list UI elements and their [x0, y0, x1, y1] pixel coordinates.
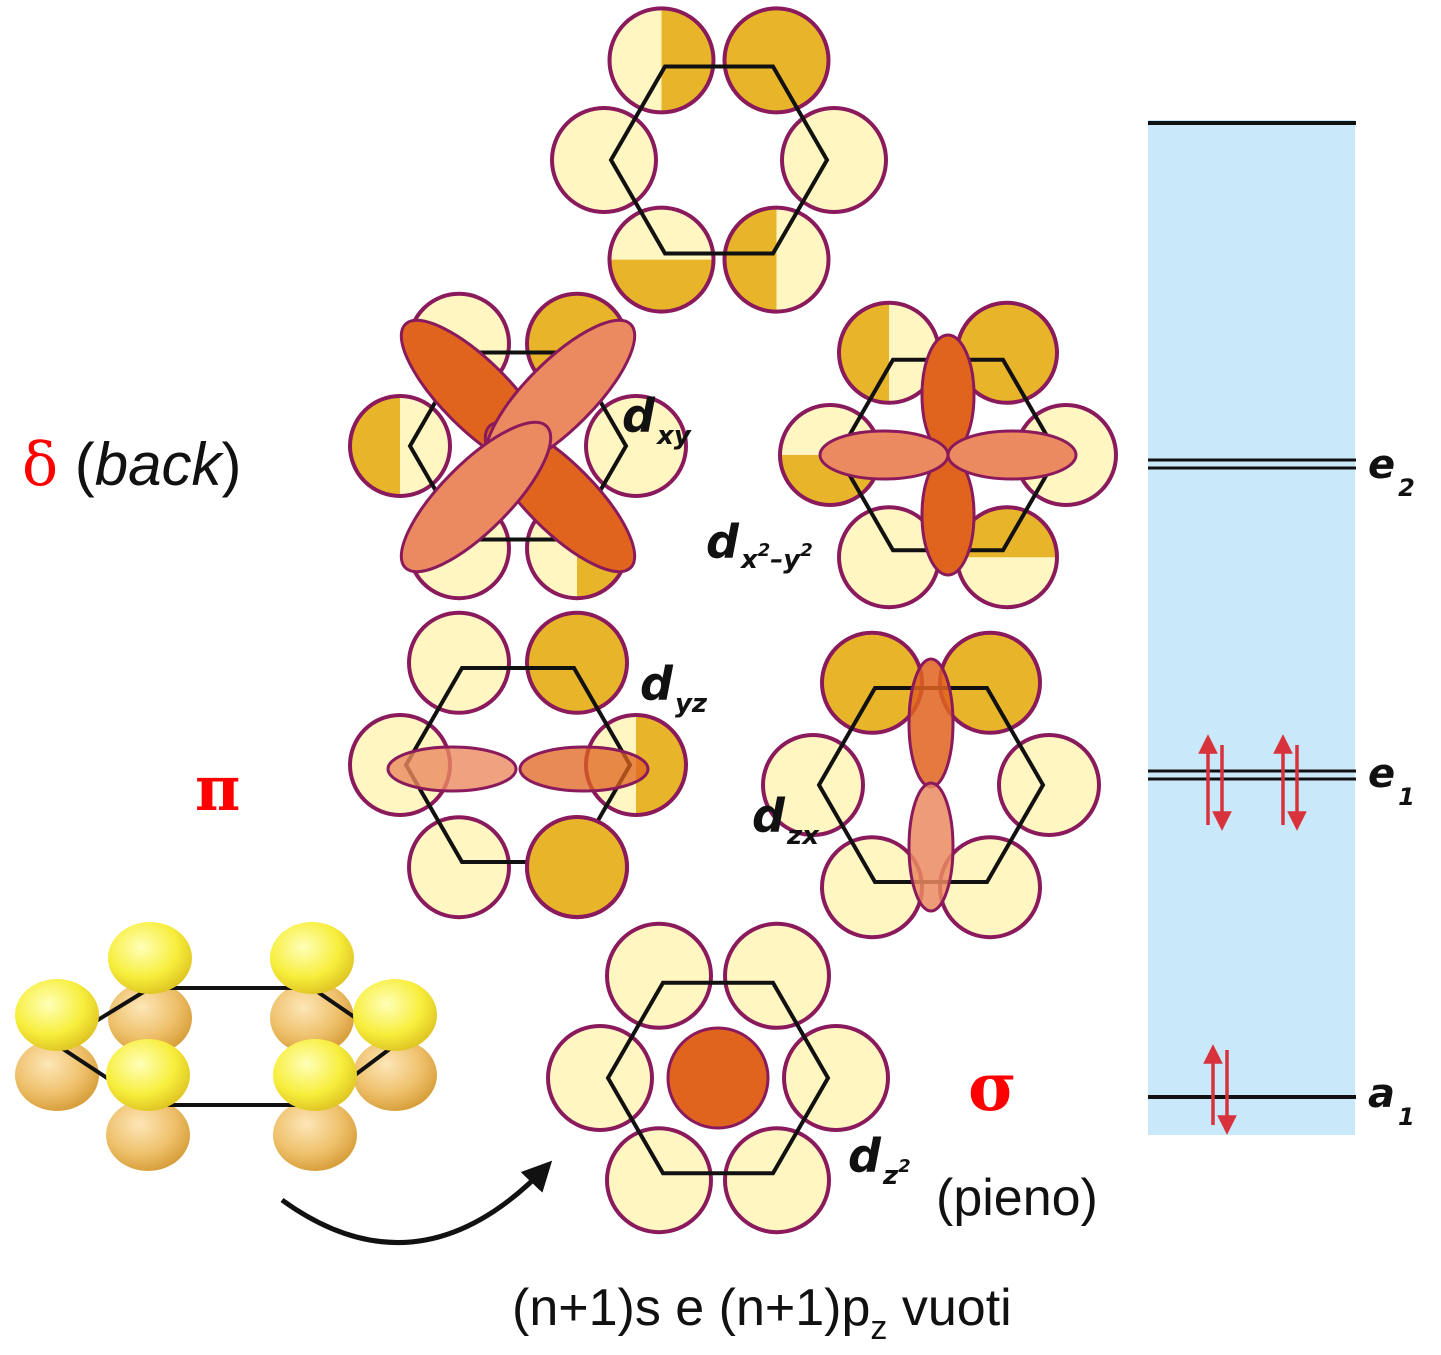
dz2-lobe — [666, 1026, 770, 1130]
ligand-ring-top — [550, 6, 888, 314]
label-pi: π — [195, 752, 240, 825]
label-empty-orbitals: (n+1)s e (n+1)pz vuoti — [512, 1279, 1012, 1347]
ligand-lobe — [997, 733, 1101, 837]
benzene-hexagon — [816, 686, 1046, 884]
label-dxy: dxy — [622, 389, 692, 451]
donation-arrow — [280, 1160, 553, 1246]
metal-d-lobe — [907, 657, 955, 789]
electron-pair-a1 — [1203, 1044, 1237, 1135]
ligand-lobe — [723, 921, 831, 1030]
ligand-lobe — [348, 394, 452, 498]
ligand-lobe — [938, 630, 1042, 735]
metal-d-lobe — [818, 429, 950, 481]
metal-d-lobe — [907, 781, 955, 913]
ligand-lobe — [607, 6, 716, 115]
label-dz2: dz2 — [848, 1129, 911, 1191]
orbital-dx2-y2-diagram — [778, 300, 1118, 610]
benzene-p-orbitals — [15, 922, 437, 1171]
orbital-dyz-diagram — [348, 610, 688, 920]
energy-panel — [1148, 120, 1355, 1135]
ligand-lobe — [837, 300, 941, 405]
ligand-lobe — [525, 610, 629, 715]
ligand-lobe — [722, 6, 831, 115]
metal-d-lobe — [518, 745, 650, 793]
ligand-lobe — [761, 733, 865, 837]
label-pieno: (pieno) — [936, 1169, 1098, 1227]
label-dzx: dzx — [752, 789, 820, 851]
metal-d-lobe — [386, 745, 518, 793]
ligand-lobe — [550, 106, 658, 214]
ligand-lobe — [780, 106, 888, 214]
ligand-lobe — [782, 1024, 890, 1132]
ligand-lobe — [407, 815, 511, 920]
p-lobe-lower — [273, 1099, 357, 1171]
p-lobe-upper — [273, 1039, 357, 1111]
electron-pair-e1-left — [1198, 734, 1232, 831]
benzene-hexagon — [605, 980, 831, 1176]
ligand-lobe — [605, 1126, 713, 1235]
level-e2 — [1148, 458, 1356, 470]
p-lobe-upper — [270, 922, 354, 994]
p-lobe-lower — [106, 1099, 190, 1171]
ligand-lobe — [722, 205, 831, 314]
p-lobe-upper — [108, 922, 192, 994]
benzene-hexagon — [608, 64, 830, 256]
label-dyz: dyz — [640, 657, 708, 719]
orbital-dxy-diagram — [348, 291, 688, 601]
lower-right-lobe — [525, 815, 629, 919]
label-dx2-y2: dx2–y2 — [706, 515, 813, 575]
ligand-lobe — [407, 610, 511, 715]
ligand-lobe — [546, 1024, 654, 1132]
p-lobe-upper — [106, 1039, 190, 1111]
ligand-lobe — [820, 630, 924, 735]
metal-d-lobe — [946, 429, 1078, 481]
ligand-lobe — [938, 835, 1042, 940]
orbital-dz2-diagram — [546, 921, 890, 1235]
ligand-lobe — [723, 1126, 831, 1235]
ligand-lobe — [607, 205, 716, 314]
electron-pair-e1-right — [1273, 734, 1307, 831]
metal-d-lobe — [399, 420, 553, 574]
ligand-lobe — [820, 835, 924, 940]
p-lobe-lower — [353, 1039, 437, 1111]
label-sigma: σ — [968, 1048, 1017, 1126]
p-lobe-upper — [353, 979, 437, 1051]
level-e1 — [1148, 769, 1356, 781]
p-lobe-upper — [15, 979, 99, 1051]
ligand-lobe — [605, 921, 713, 1030]
ligand-lobe — [955, 300, 1059, 405]
label-delta-back: δ (back) — [22, 430, 242, 500]
orbital-dzx-diagram — [761, 630, 1101, 940]
